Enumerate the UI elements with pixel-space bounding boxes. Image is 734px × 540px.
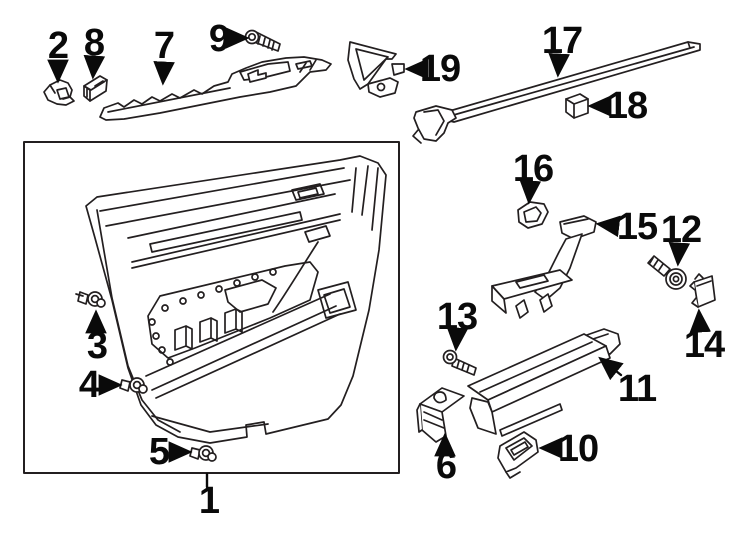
part-6-bracket-cover-illustration	[416, 387, 465, 443]
callout-arrow-8	[83, 54, 106, 80]
callout-label-11: 11	[617, 368, 657, 410]
callout-label-2: 2	[47, 25, 69, 67]
callout-label-3: 3	[86, 325, 108, 367]
part-3-clip-illustration	[75, 291, 106, 308]
part-2-clip-illustration	[43, 79, 75, 106]
callout-label-9: 9	[208, 18, 230, 60]
part-16-grommet-illustration	[517, 201, 549, 229]
part-17-belt-molding-illustration	[412, 41, 701, 144]
callout-label-1: 1	[198, 480, 220, 522]
part-1-door-trim-panel-illustration	[23, 141, 400, 474]
part-14-cover-plate-illustration	[689, 273, 716, 308]
callout-arrow-11	[598, 356, 624, 381]
callout-label-6: 6	[435, 445, 457, 487]
callout-label-12: 12	[660, 209, 702, 251]
callout-arrow-17	[548, 53, 570, 78]
part-10-switch-bezel-illustration	[497, 431, 539, 479]
callout-label-4: 4	[78, 364, 100, 406]
callout-arrows	[47, 27, 712, 489]
callout-arrow-16	[519, 179, 542, 205]
callout-arrow-14	[689, 308, 712, 334]
part-18-clip-block-illustration	[565, 93, 589, 119]
callout-label-10: 10	[557, 428, 599, 470]
callout-label-8: 8	[83, 22, 105, 64]
part-15-pull-handle-bracket-illustration	[491, 215, 597, 319]
callout-arrow-15	[595, 215, 621, 238]
part-5-clip-illustration	[189, 445, 217, 462]
part-9-screw-illustration	[244, 29, 281, 52]
callout-label-13: 13	[436, 296, 478, 338]
callout-label-14: 14	[683, 324, 725, 366]
callout-label-7: 7	[153, 25, 175, 67]
part-11-armrest-illustration	[467, 328, 621, 437]
callout-label-16: 16	[512, 148, 554, 190]
callout-arrow-7	[153, 61, 175, 86]
part-7-upper-trim-strip-illustration	[99, 56, 332, 121]
callout-label-15: 15	[616, 206, 658, 248]
callout-arrow-13	[446, 326, 469, 352]
callout-arrow-12	[668, 241, 691, 267]
part-8-clip-illustration	[83, 75, 108, 102]
callout-label-19: 19	[419, 48, 461, 90]
part-12-screw-illustration	[647, 255, 687, 290]
part-4-clip-illustration	[119, 377, 148, 394]
callout-label-5: 5	[148, 431, 170, 473]
part-13-screw-illustration	[442, 349, 477, 376]
callout-label-18: 18	[606, 85, 648, 127]
part-19-corner-cover-illustration	[347, 41, 405, 98]
callout-label-17: 17	[541, 20, 583, 62]
